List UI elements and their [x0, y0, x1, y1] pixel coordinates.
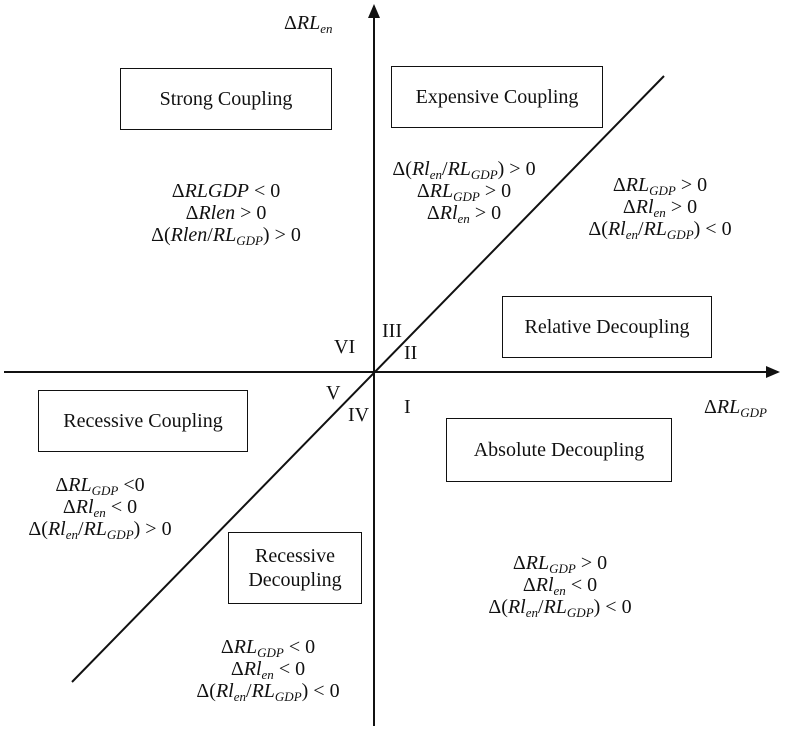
region-label-IV: IV — [348, 404, 370, 426]
condition-line: ΔRlen > 0 — [622, 196, 698, 220]
region-label-III: III — [382, 320, 402, 342]
region-label-II: II — [404, 342, 418, 364]
condition-line: ΔRlen > 0 — [426, 202, 502, 226]
condition-line: Δ(Rlen/RLGDP) > 0 — [151, 224, 301, 248]
region-label-I: I — [404, 396, 411, 418]
y-axis-label: ΔRLen — [284, 12, 333, 36]
condition-line: ΔRLGDP > 0 — [612, 174, 708, 198]
condition-line: ΔRlen < 0 — [522, 574, 598, 598]
absolute-decoupling-box: Absolute Decoupling — [446, 418, 672, 482]
condition-line: ΔRLGDP > 0 — [512, 552, 608, 576]
condition-line: ΔRLGDP < 0 — [171, 180, 281, 202]
condition-line: Δ(Rlen/RLGDP) > 0 — [28, 518, 172, 542]
diagonal-line — [71, 75, 665, 683]
relative-decoupling-box: Relative Decoupling — [502, 296, 712, 358]
condition-line: Δ(Rlen/RLGDP) < 0 — [196, 680, 340, 704]
recessive-coupling-box: Recessive Coupling — [38, 390, 248, 452]
condition-line: ΔRlen < 0 — [62, 496, 138, 520]
condition-line: Δ(Rlen/RLGDP) > 0 — [392, 158, 536, 182]
condition-line: Δ(Rlen/RLGDP) < 0 — [588, 218, 732, 242]
condition-line: ΔRlen < 0 — [230, 658, 306, 682]
x-axis-label: ΔRLGDP — [704, 396, 767, 420]
condition-line: ΔRLGDP < 0 — [220, 636, 316, 660]
strong-coupling-box: Strong Coupling — [120, 68, 332, 130]
recessive-decoupling-box: Recessive Decoupling — [228, 532, 362, 604]
condition-line: Δ(Rlen/RLGDP) < 0 — [488, 596, 632, 620]
expensive-coupling-box: Expensive Coupling — [391, 66, 603, 128]
region-label-VI: VI — [334, 336, 356, 358]
condition-line: ΔRLGDP <0 — [55, 474, 145, 498]
region-label-V: V — [326, 382, 341, 404]
condition-line: ΔRlen > 0 — [185, 202, 267, 224]
condition-line: ΔRLGDP > 0 — [416, 180, 512, 204]
